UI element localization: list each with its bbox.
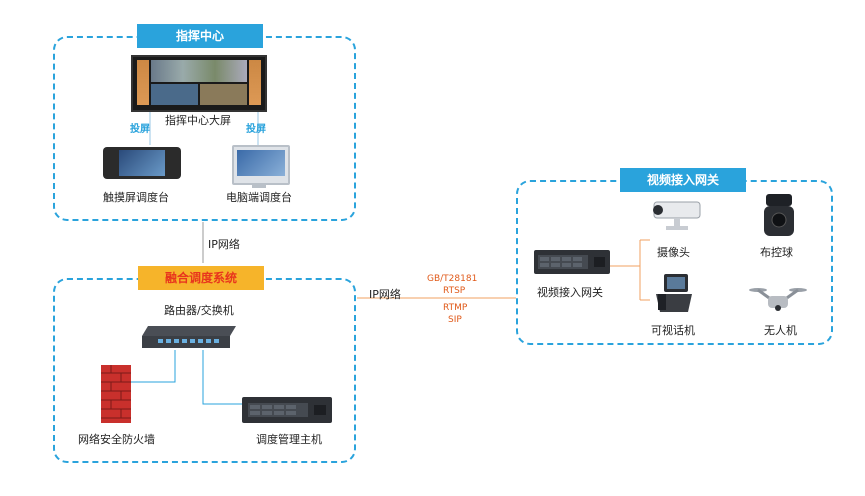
protocol-rtmp: RTMP bbox=[443, 303, 468, 313]
switch-firewall-line bbox=[130, 350, 176, 383]
big-screen-label: 指挥中心大屏 bbox=[165, 114, 231, 127]
touch-console-image bbox=[103, 147, 181, 179]
drone-image bbox=[749, 288, 807, 311]
video-phone-label: 可视话机 bbox=[651, 324, 695, 337]
firewall-label: 网络安全防火墙 bbox=[78, 433, 155, 446]
router-label: 路由器/交换机 bbox=[164, 304, 234, 317]
ip-network-label-middle: IP网络 bbox=[369, 288, 401, 301]
dome-camera-label: 布控球 bbox=[760, 246, 793, 259]
drone-label: 无人机 bbox=[764, 324, 797, 337]
switch-image bbox=[142, 326, 236, 348]
camera-label: 摄像头 bbox=[657, 246, 690, 259]
switch-host-line bbox=[202, 350, 245, 405]
gateway-device-label: 视频接入网关 bbox=[537, 286, 603, 299]
pc-console-label: 电脑端调度台 bbox=[226, 191, 292, 204]
cast-label-left: 投屏 bbox=[130, 124, 150, 135]
video-phone-image bbox=[656, 274, 692, 312]
touch-console-label: 触摸屏调度台 bbox=[103, 191, 169, 204]
protocol-sip: SIP bbox=[448, 315, 462, 325]
host-server-image bbox=[242, 397, 332, 423]
camera-image bbox=[653, 201, 701, 230]
video-gateway-title: 视频接入网关 bbox=[620, 168, 746, 192]
protocol-gb28181: GB/T28181 bbox=[427, 274, 478, 284]
ip-network-label-top: IP网络 bbox=[208, 238, 240, 251]
cast-label-right: 投屏 bbox=[246, 124, 266, 135]
pc-stand bbox=[252, 183, 266, 188]
command-center-title: 指挥中心 bbox=[137, 24, 263, 48]
firewall-image bbox=[101, 365, 131, 423]
dome-camera-image bbox=[764, 194, 794, 236]
pc-console-image bbox=[232, 145, 290, 185]
big-screen-image bbox=[131, 55, 267, 112]
gateway-device-image bbox=[534, 250, 610, 274]
host-label: 调度管理主机 bbox=[256, 433, 322, 446]
fusion-system-title: 融合调度系统 bbox=[138, 266, 264, 290]
protocol-rtsp: RTSP bbox=[443, 286, 466, 296]
